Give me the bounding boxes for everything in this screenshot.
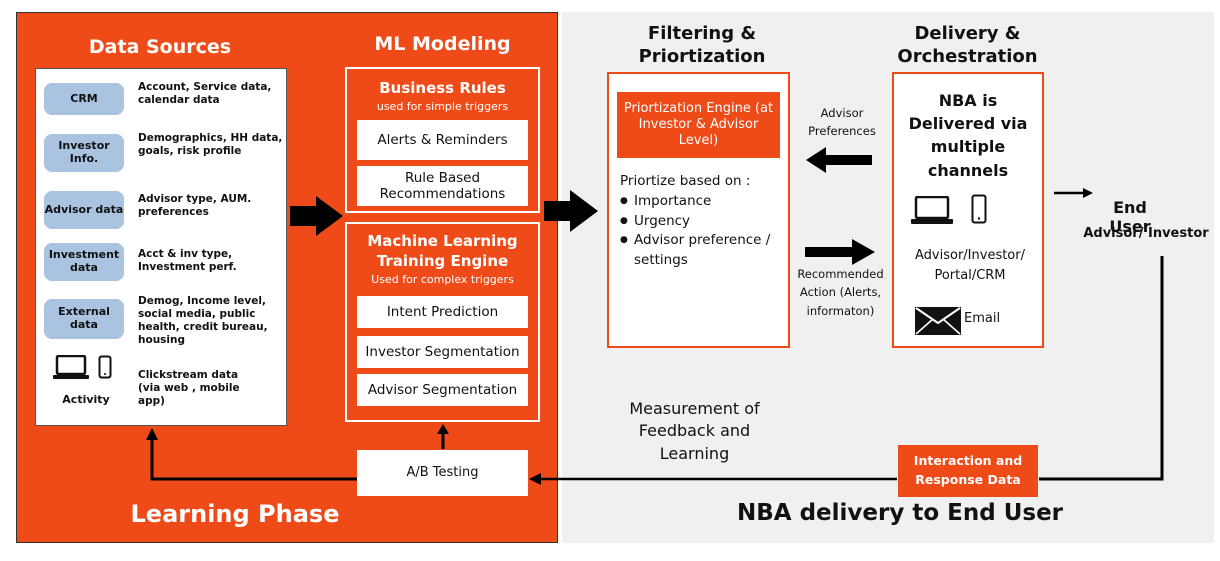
alerts-reminders-item: Alerts & Reminders (357, 120, 528, 160)
end-user-title: End User (1109, 198, 1151, 236)
advisor-preferences-label: Advisor Preferences (808, 106, 876, 139)
prioritize-list: Importance Urgency Advisor preference / … (620, 192, 785, 270)
crm-db-icon: CRM (44, 83, 124, 115)
orchestration-title: Delivery & Orchestration (897, 23, 1038, 68)
recommended-action-label: Recommended Action (Alerts, informaton) (797, 267, 884, 318)
activity-label: Activity (62, 393, 110, 406)
arrow-to-ml-engine (437, 424, 449, 434)
ml-engine-subtitle: Used for complex triggers (371, 273, 514, 286)
interaction-response-label: Interaction and Response Data (913, 453, 1023, 487)
orchestration-box (892, 72, 1044, 348)
advisor-data-desc: Advisor type, AUM. preferences (138, 193, 252, 219)
ab-testing-box: A/B Testing (357, 450, 528, 496)
ml-modeling-title: ML Modeling (374, 33, 511, 55)
prioritize-item: Advisor preference / settings (620, 231, 785, 270)
crm-desc: Account, Service data, calendar data (138, 81, 272, 107)
arrow-recommended-action (805, 239, 875, 265)
prioritization-engine-box: Priortization Engine (at Investor & Advi… (617, 92, 780, 158)
laptop-icon (911, 196, 953, 224)
arrow-to-ab-testing (529, 473, 541, 485)
prioritize-item: Importance (620, 192, 785, 212)
investor-segmentation-item: Investor Segmentation (357, 336, 528, 368)
nba-delivery-title: NBA delivery to End User (736, 500, 1064, 526)
arrow-to-ml (290, 196, 343, 236)
phone-icon (98, 355, 112, 379)
activity-desc: Clickstream data (via web , mobile app) (138, 369, 240, 408)
laptop-icon (53, 355, 89, 379)
business-rules-title: Business Rules (379, 79, 506, 97)
email-icon (915, 307, 961, 335)
ml-engine-box (345, 222, 540, 422)
investment-data-desc: Acct & inv type, Investment perf. (138, 248, 237, 274)
investor-info-desc: Demographics, HH data, goals, risk profi… (138, 132, 283, 158)
arrow-to-filtering (544, 190, 598, 232)
learning-phase-title: Learning Phase (130, 500, 340, 528)
prioritize-intro: Priortize based on : (620, 173, 751, 189)
phone-icon (971, 194, 987, 224)
measurement-text: Measurement of Feedback and Learning (629, 399, 760, 463)
intent-prediction-item: Intent Prediction (357, 296, 528, 328)
nba-delivered-text: NBA is Delivered via multiple channels (908, 91, 1028, 180)
business-rules-subtitle: used for simple triggers (376, 100, 509, 113)
data-sources-box: CRM Account, Service data, calendar data… (35, 68, 287, 426)
feedback-line (1039, 256, 1164, 481)
data-sources-title: Data Sources (88, 36, 232, 58)
end-user-subtitle: Advisor/ Investor (1083, 226, 1209, 241)
channels-text: Advisor/Investor/ Portal/CRM (915, 248, 1025, 283)
rule-based-recommendations-item: Rule Based Recommendations (357, 166, 528, 206)
email-label: Email (964, 311, 1001, 326)
external-data-db-icon: External data (44, 299, 124, 339)
arrow-to-data-sources (146, 428, 158, 440)
external-data-desc: Demog, Income level, social media, publi… (138, 295, 268, 347)
investor-info-db-icon: Investor Info. (44, 134, 124, 172)
business-rules-box (345, 67, 540, 213)
advisor-segmentation-item: Advisor Segmentation (357, 374, 528, 406)
advisor-data-db-icon: Advisor data (44, 191, 124, 229)
arrow-advisor-prefs (806, 147, 872, 173)
filtering-title: Filtering & Priortization (638, 23, 766, 68)
prioritize-item: Urgency (620, 212, 785, 232)
interaction-response-box: Interaction and Response Data (898, 445, 1038, 497)
ml-engine-title: Machine Learning Training Engine (367, 232, 518, 270)
prioritization-engine-label: Priortization Engine (at Investor & Advi… (623, 100, 774, 149)
investment-data-db-icon: Investment data (44, 243, 124, 281)
